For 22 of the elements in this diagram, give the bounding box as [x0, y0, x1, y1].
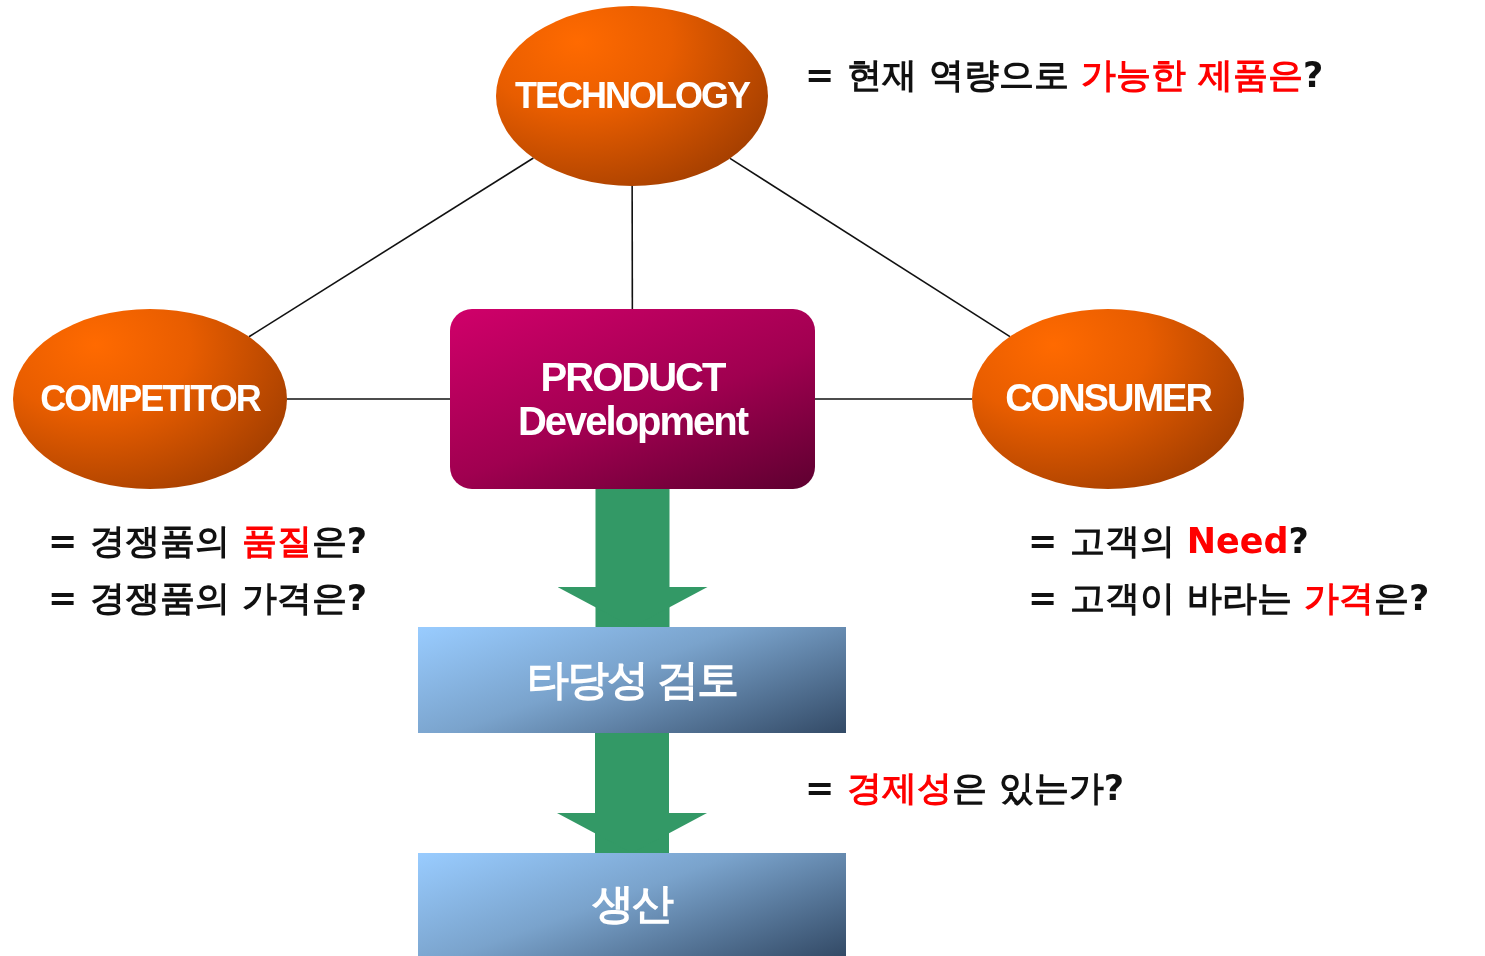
- question-text: = 고객의 Need?: [1028, 520, 1309, 563]
- question-text: = 고객이 바라는 가격은?: [1028, 577, 1430, 620]
- node-label: COMPETITOR: [39, 379, 262, 419]
- connector-line: [631, 185, 634, 310]
- question-text: = 경쟁품의 품질은?: [48, 520, 367, 563]
- connector-line: [729, 157, 1011, 338]
- rounded-box: [450, 309, 815, 489]
- node-label: 생산: [591, 881, 674, 928]
- question-text: = 현재 역량으로 가능한 제품은?: [805, 54, 1324, 97]
- node-label: PRODUCT Development: [516, 355, 749, 443]
- down-arrow: [557, 489, 708, 627]
- node-label: CONSUMER: [1004, 378, 1213, 420]
- connector-line: [814, 398, 973, 400]
- node-label: TECHNOLOGY: [514, 76, 751, 116]
- connector-line: [286, 398, 451, 400]
- down-arrow: [557, 733, 707, 853]
- connector-line: [248, 157, 535, 338]
- process-box: [418, 853, 846, 956]
- process-box: [418, 627, 846, 733]
- node-label: 타당성 검토: [526, 656, 738, 704]
- question-text: = 경쟁품의 가격은?: [48, 577, 367, 620]
- question-text: = 경제성은 있는가?: [805, 767, 1124, 810]
